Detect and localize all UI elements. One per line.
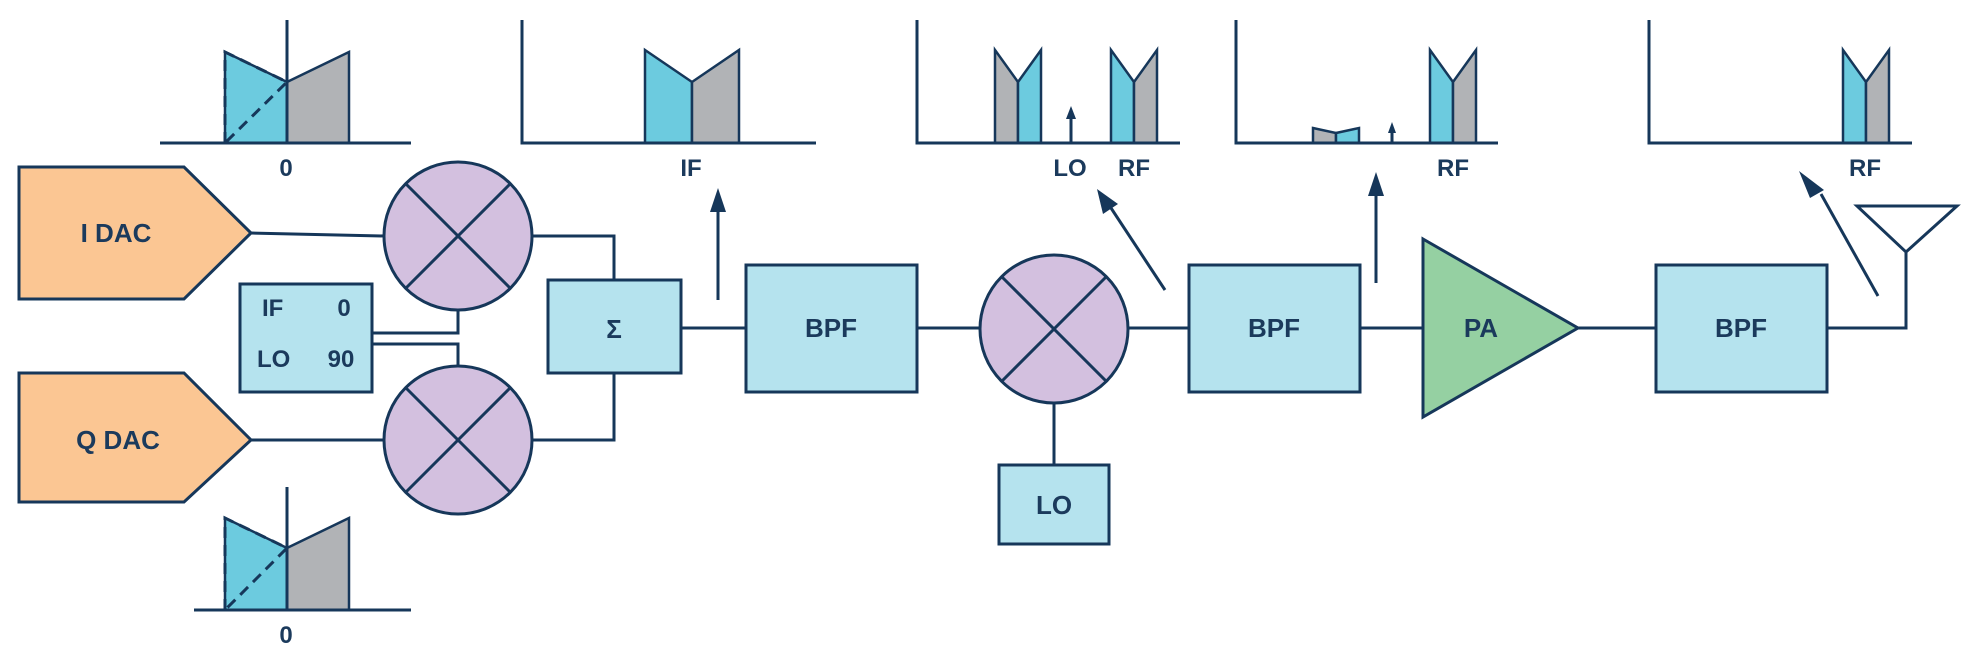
- q-dac-shape: [17, 371, 254, 504]
- probe-arrow-output: [1799, 171, 1880, 297]
- bpf1-box: [744, 263, 919, 394]
- i-baseband-image-sideband: [223, 50, 289, 145]
- rf-mixer: [978, 253, 1130, 405]
- spectrum-q-baseband: 0: [194, 487, 411, 649]
- mixout-lower-cyan: [1016, 46, 1043, 145]
- i-dac-block: I DAC: [17, 165, 254, 301]
- pa-label: PA: [1464, 313, 1498, 343]
- summer-box: [546, 278, 683, 375]
- filtered-residual-cyan: [1334, 126, 1361, 145]
- mixout-axes: [915, 20, 1180, 145]
- probe-arrows: [710, 171, 1880, 300]
- i-baseband-zero-label: 0: [279, 155, 292, 182]
- mixout-rf-label: RF: [1118, 155, 1150, 182]
- probe-arrow-filtered: [1368, 172, 1384, 283]
- pa-block: PA: [1421, 236, 1582, 420]
- spectrum-output: RF: [1647, 20, 1912, 182]
- mixer-i: [382, 160, 534, 312]
- summer-block: Σ: [546, 278, 683, 375]
- filtered-residual-gray: [1311, 126, 1338, 145]
- filtered-rf-gray: [1451, 46, 1478, 145]
- antenna-icon: [1853, 204, 1961, 255]
- mixout-upper-gray: [1132, 46, 1159, 145]
- bpf2-label: BPF: [1248, 313, 1300, 343]
- output-rf-gray: [1864, 46, 1891, 145]
- if-axes: [520, 20, 816, 145]
- output-axes: [1647, 20, 1912, 145]
- i-baseband-signal-sideband: [285, 50, 351, 145]
- mixer-q: [382, 364, 534, 516]
- q-baseband-signal-sideband: [285, 516, 351, 612]
- if-axis-label: IF: [680, 155, 701, 182]
- filtered-axes: [1234, 20, 1498, 145]
- spectrum-mixer-output: LO RF: [915, 20, 1180, 182]
- bpf3-block: BPF: [1654, 263, 1829, 394]
- mixout-lower-gray: [993, 46, 1020, 145]
- q-baseband-image-sideband: [223, 516, 289, 612]
- lo-label: LO: [1036, 490, 1072, 520]
- wire-idac-to-mixer-i: [250, 231, 385, 238]
- mixout-upper-cyan: [1109, 46, 1136, 145]
- phase-row1-name: IF: [262, 295, 283, 322]
- wire-mixer-q-to-summer: [532, 373, 616, 442]
- probe-arrow-mixer-out: [1097, 189, 1167, 291]
- phase-row2-name: LO: [257, 346, 290, 373]
- spectrum-if: IF: [520, 20, 816, 182]
- q-dac-block: Q DAC: [17, 371, 254, 504]
- bpf2-block: BPF: [1187, 263, 1362, 394]
- signal-wires: [250, 231, 1908, 465]
- wire-mixer-i-to-summer: [532, 234, 616, 280]
- phase-table-box: [238, 282, 374, 394]
- wire-bpf3-to-antenna: [1827, 252, 1908, 330]
- i-dac-shape: [17, 165, 254, 301]
- phase-row1-value: 0: [337, 295, 350, 322]
- output-rf-cyan: [1841, 46, 1868, 145]
- phase-row2-value: 90: [328, 346, 355, 373]
- q-dac-label: Q DAC: [76, 425, 160, 455]
- phase-table: IF 0 LO 90: [238, 282, 374, 394]
- filtered-rf-label: RF: [1437, 155, 1469, 182]
- lo-block: LO: [997, 463, 1111, 546]
- probe-arrow-if: [710, 188, 726, 300]
- spectrum-filtered: RF: [1234, 20, 1498, 182]
- summer-sigma-label: Σ: [606, 314, 622, 344]
- bpf1-label: BPF: [805, 313, 857, 343]
- mixout-lo-label: LO: [1053, 155, 1086, 182]
- pa-triangle: [1421, 236, 1582, 420]
- spectrum-i-baseband: 0: [160, 20, 411, 182]
- bpf3-box: [1654, 263, 1829, 394]
- bpf1-block: BPF: [744, 263, 919, 394]
- wire-phase-to-mixer-q: [372, 342, 460, 367]
- i-dac-label: I DAC: [81, 218, 152, 248]
- bpf2-box: [1187, 263, 1362, 394]
- if-cyan-sideband: [643, 47, 694, 145]
- output-rf-label: RF: [1849, 155, 1881, 182]
- if-gray-sideband: [690, 47, 741, 145]
- lo-box: [997, 463, 1111, 546]
- filtered-rf-cyan: [1428, 46, 1455, 145]
- q-baseband-zero-label: 0: [279, 622, 292, 649]
- bpf3-label: BPF: [1715, 313, 1767, 343]
- wire-phase-to-mixer-i: [372, 310, 460, 335]
